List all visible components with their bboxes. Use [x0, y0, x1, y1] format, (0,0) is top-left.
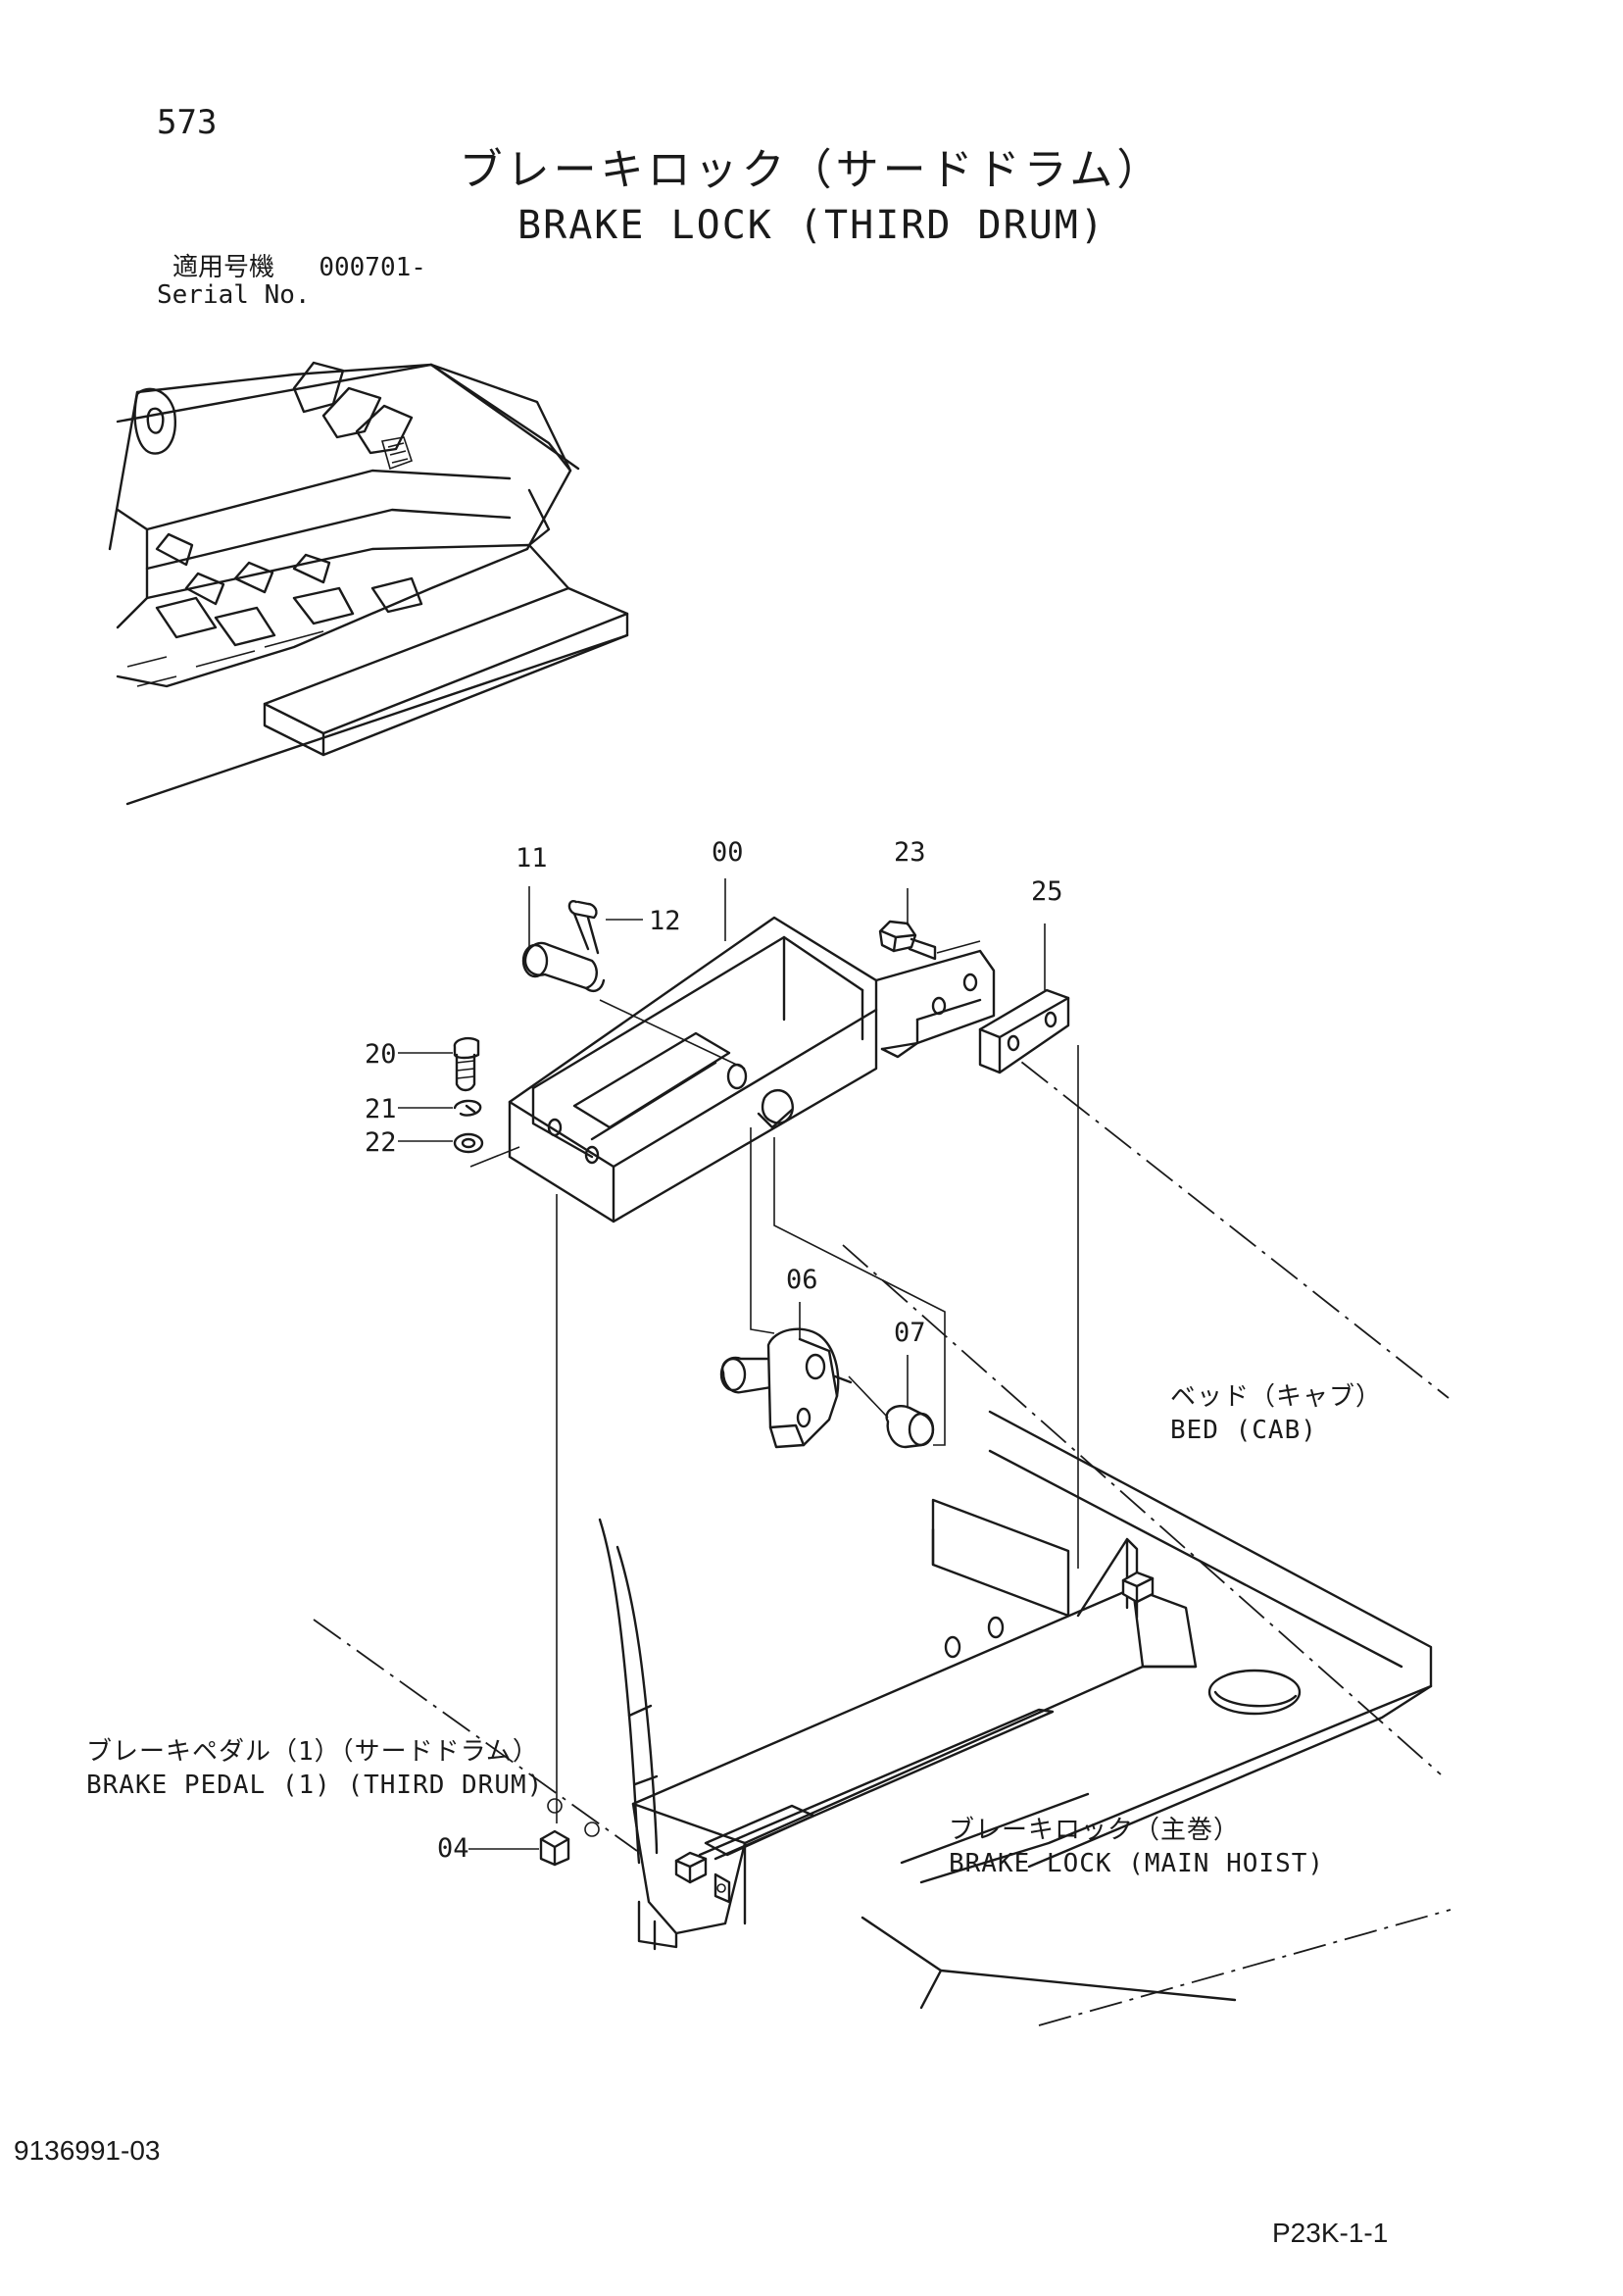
serial-label-english: Serial No.: [157, 280, 311, 310]
part-23-bolt: [878, 920, 937, 961]
callout-11: 11: [516, 843, 548, 873]
assembly-lines: [469, 940, 1079, 1823]
note-brake-pedal-english: BRAKE PEDAL (1) (THIRD DRUM): [86, 1771, 544, 1800]
part-22-washer: [453, 1132, 484, 1154]
callout-04: 04: [437, 1833, 469, 1864]
callout-06: 06: [786, 1265, 818, 1295]
callout-22: 22: [365, 1127, 397, 1158]
callout-07: 07: [894, 1318, 926, 1348]
note-main-hoist-lock-japanese: ブレーキロック（主巻）: [949, 1816, 1241, 1845]
page-title-japanese: ブレーキロック（サードドラム）: [459, 145, 1164, 195]
note-brake-pedal-japanese: ブレーキペダル（1）（サードドラム）: [86, 1737, 539, 1767]
serial-range: 適用号機 000701-: [172, 255, 426, 280]
part-25-plate: [978, 988, 1070, 1074]
callout-21: 21: [365, 1094, 397, 1124]
main-hoist-brake-lock-bracket: [631, 1498, 1198, 1951]
bed-cab-phantom: [861, 1410, 1433, 2010]
page-number: 573: [157, 103, 218, 142]
serial-label-japanese: 適用号機: [172, 253, 275, 282]
callout-20: 20: [365, 1039, 397, 1070]
note-bed-english: BED (CAB): [1170, 1416, 1317, 1445]
serial-value: 000701-: [319, 253, 426, 282]
overview-inset-drawing: [108, 361, 629, 806]
callout-12: 12: [649, 906, 681, 936]
part-11-pin: [521, 941, 606, 992]
page-title-english: BRAKE LOCK (THIRD DRUM): [517, 203, 1106, 248]
note-bed-japanese: ベッド（キャブ）: [1170, 1382, 1383, 1412]
document-number: 9136991-03: [14, 2135, 161, 2166]
part-06-boss: [719, 1327, 853, 1449]
note-main-hoist-lock-english: BRAKE LOCK (MAIN HOIST): [949, 1849, 1325, 1878]
part-00-lock-bracket: [508, 916, 996, 1223]
part-04-nut: [539, 1829, 570, 1867]
callout-23: 23: [894, 837, 926, 868]
page-code: P23K-1-1: [1272, 2218, 1389, 2248]
leader-lines: [398, 878, 1046, 1850]
brake-pedal-sketch: [584, 1518, 659, 1865]
part-12-split-pin: [567, 900, 600, 955]
phantom-guide-lines: [313, 1028, 1451, 2026]
callout-25: 25: [1031, 876, 1063, 907]
part-21-spring-washer: [453, 1099, 482, 1117]
part-20-bolt: [453, 1036, 480, 1092]
part-07-bushing: [885, 1405, 935, 1449]
callout-00: 00: [712, 837, 744, 868]
